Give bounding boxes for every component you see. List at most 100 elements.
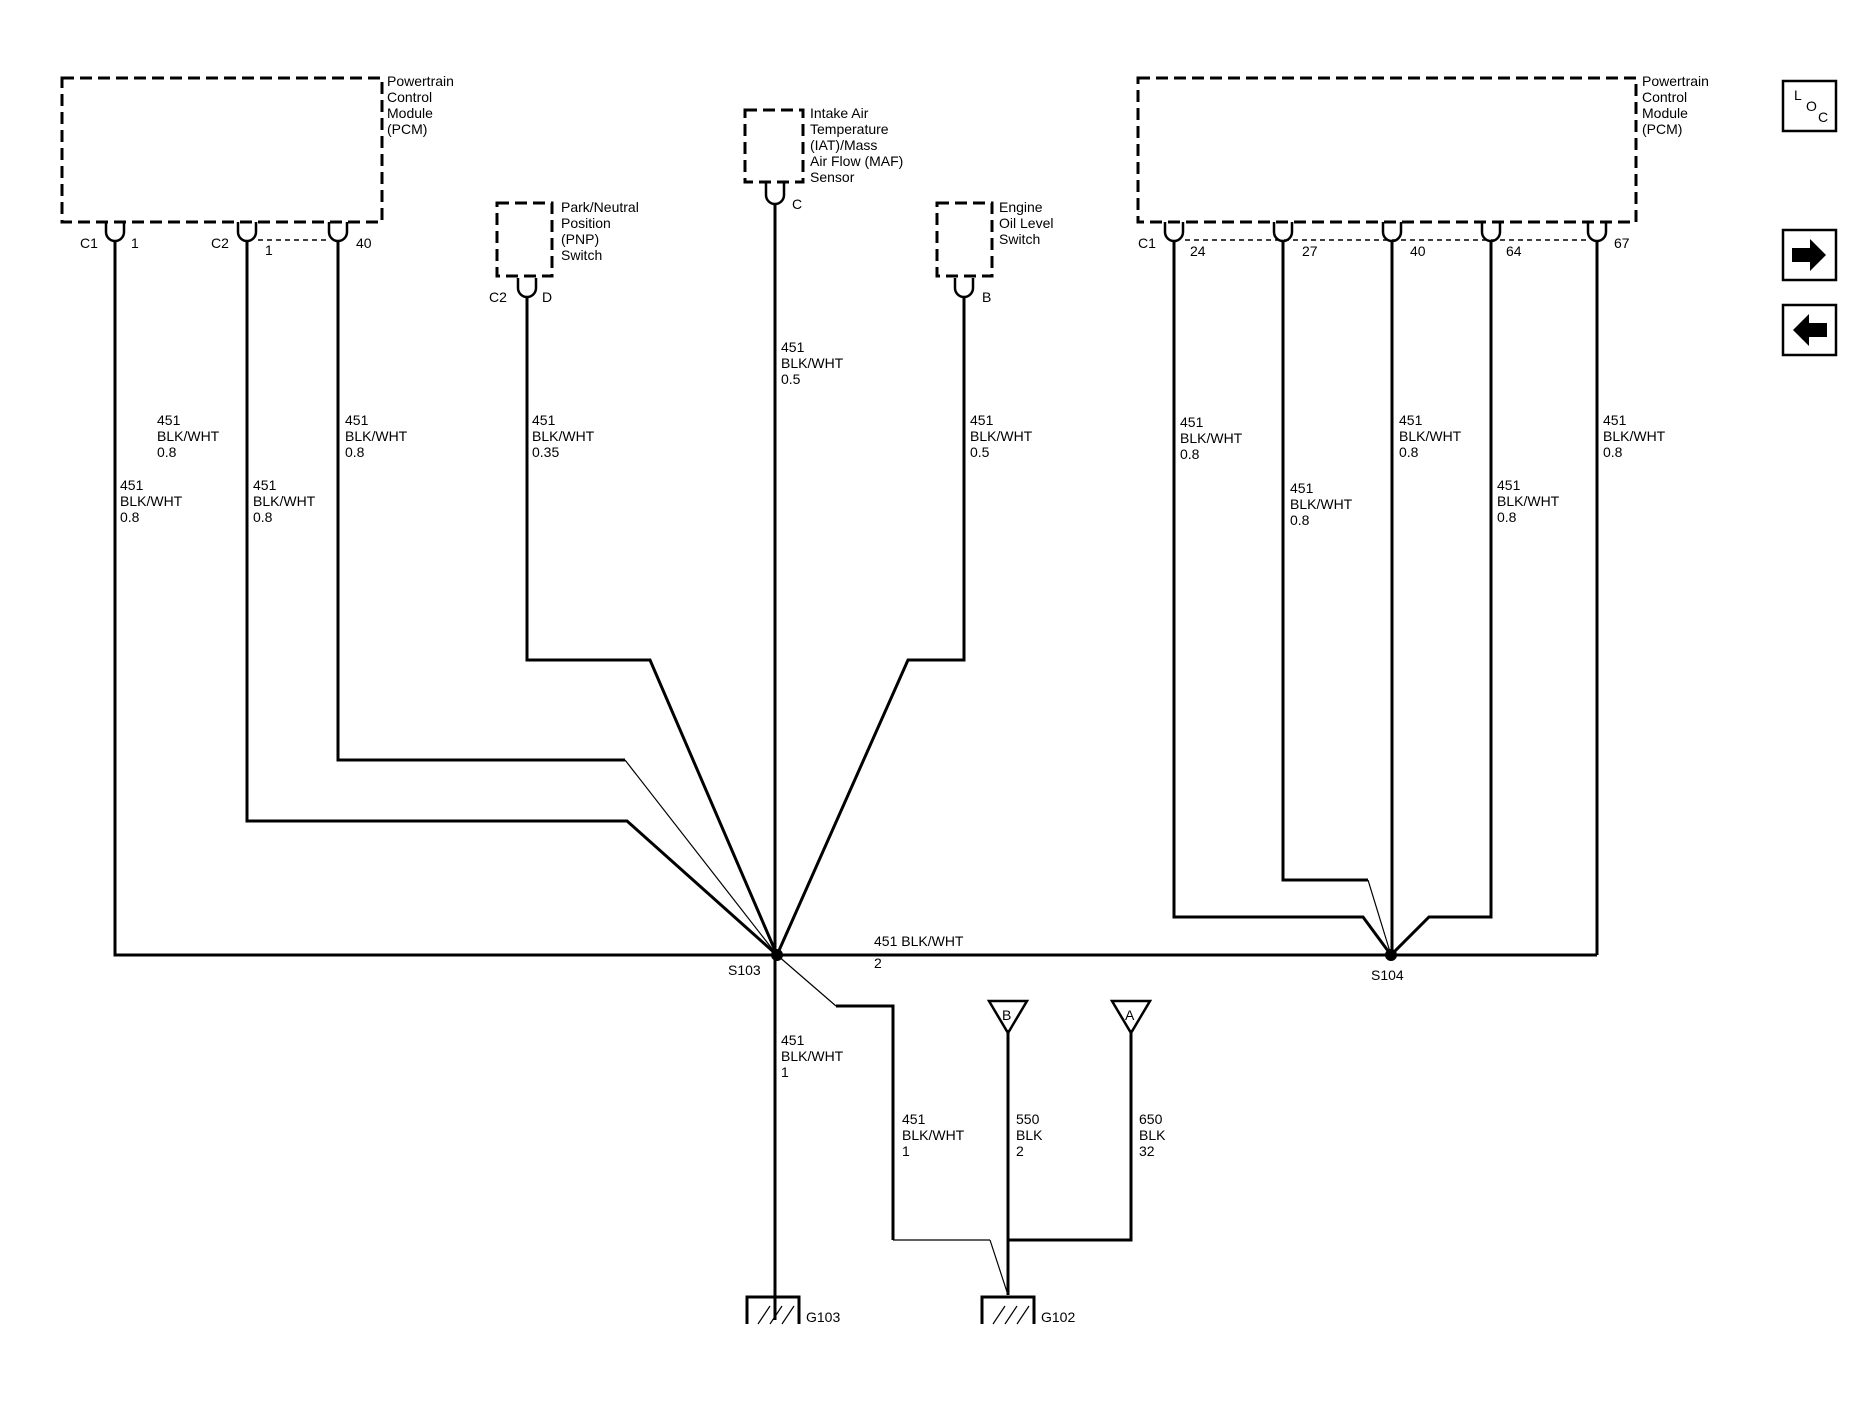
diagram-label: BLK [1016, 1127, 1043, 1143]
diagram-label: BLK/WHT [902, 1127, 965, 1143]
diagram-label: A [1125, 1007, 1135, 1023]
diagram-label: 1 [781, 1064, 789, 1080]
diagram-label: 451 [1290, 480, 1314, 496]
iat-maf-sensor: Intake Air Temperature (IAT)/Mass Air Fl… [743, 105, 903, 212]
diagram-label: 0.8 [120, 509, 140, 525]
off-page-connector-a: A [1109, 999, 1153, 1036]
splice-s104-label: S104 [1371, 967, 1404, 983]
pcm-right-c1-label: C1 [1138, 235, 1156, 251]
diagram-label: 451 [1180, 414, 1204, 430]
diagram-label: 451 [120, 477, 144, 493]
diagram-label: 27 [1302, 243, 1318, 259]
diagram-label: Powertrain [387, 73, 454, 89]
diagram-label: 451 [781, 339, 805, 355]
loc-button[interactable]: L O C [1781, 79, 1838, 133]
diagram-label: 0.8 [1290, 512, 1310, 528]
wires [113, 203, 1599, 1320]
diagram-label: 67 [1614, 235, 1630, 251]
wire-labels: 451 BLK/WHT 0.8 451 BLK/WHT 0.8 451 BLK/… [120, 339, 1666, 1159]
diagram-label: 0.8 [1399, 444, 1419, 460]
diagram-label: 451 [1497, 477, 1521, 493]
diagram-label: 0.8 [253, 509, 273, 525]
diagram-label: 64 [1506, 243, 1522, 259]
diagram-label: 451 [345, 412, 369, 428]
diagram-label: C2 [489, 289, 507, 305]
diagram-label: Position [561, 215, 611, 231]
diagram-label: BLK/WHT [1290, 496, 1353, 512]
diagram-label: BLK/WHT [970, 428, 1033, 444]
diagram-label: Oil Level [999, 215, 1053, 231]
ground-g102: G102 [980, 1295, 1075, 1325]
diagram-label: Engine [999, 199, 1043, 215]
prev-page-button[interactable] [1781, 303, 1838, 357]
pcm-left-label-1: Powertrain [387, 73, 454, 89]
pcm-left-module: Powertrain Control Module (PCM) [60, 73, 454, 224]
diagram-label: BLK/WHT [345, 428, 408, 444]
diagram-label: 0.8 [1603, 444, 1623, 460]
diagram-label: 2 [874, 955, 882, 971]
diagram-label: Park/Neutral [561, 199, 639, 215]
diagram-label: BLK/WHT [1180, 430, 1243, 446]
diagram-label: BLK/WHT [120, 493, 183, 509]
diagram-label: BLK [1139, 1127, 1166, 1143]
diagram-label: BLK/WHT [532, 428, 595, 444]
diagram-label: BLK/WHT [781, 355, 844, 371]
diagram-label: 451 [253, 477, 277, 493]
diagram-label: O [1806, 98, 1817, 114]
diagram-label: 451 [1399, 412, 1423, 428]
diagram-label: C [792, 196, 802, 212]
diagram-label: 451 [902, 1111, 926, 1127]
diagram-label: 40 [1410, 243, 1426, 259]
diagram-label: 0.5 [781, 371, 801, 387]
diagram-label: 24 [1190, 243, 1206, 259]
diagram-label: G102 [1041, 1309, 1075, 1325]
pcm-right-module: Powertrain Control Module (PCM) [1136, 73, 1709, 224]
off-page-connector-b: B [986, 999, 1030, 1036]
diagram-label: 451 [157, 412, 181, 428]
diagram-label: 2 [1016, 1143, 1024, 1159]
diagram-label: B [1002, 1007, 1011, 1023]
diagram-label: Switch [561, 247, 602, 263]
pcm-left-c1-label: C1 [80, 235, 98, 251]
diagram-label: BLK/WHT [781, 1048, 844, 1064]
diagram-label: Sensor [810, 169, 855, 185]
diagram-label: 650 [1139, 1111, 1163, 1127]
diagram-label: BLK/WHT [1497, 493, 1560, 509]
splice-s103-label: S103 [728, 962, 761, 978]
diagram-label: Air Flow (MAF) [810, 153, 903, 169]
diagram-label: Powertrain [1642, 73, 1709, 89]
diagram-label: Module [1642, 105, 1688, 121]
diagram-label: G103 [806, 1309, 840, 1325]
arrow-right-icon [1792, 239, 1826, 271]
diagram-label: BLK/WHT [1603, 428, 1666, 444]
pcm-left-pins: C1 1 C2 1 40 [80, 222, 372, 258]
diagram-label: 0.35 [532, 444, 559, 460]
ground-g103: G103 [745, 1295, 840, 1325]
diagram-label: 451 [781, 1032, 805, 1048]
diagram-label: BLK/WHT [1399, 428, 1462, 444]
diagram-label: 0.5 [970, 444, 990, 460]
diagram-label: 0.8 [1180, 446, 1200, 462]
diagram-label: 1 [902, 1143, 910, 1159]
diagram-label: Switch [999, 231, 1040, 247]
arrow-left-icon [1793, 314, 1827, 346]
diagram-label: C [1818, 109, 1828, 125]
diagram-label: BLK/WHT [157, 428, 220, 444]
diagram-label: 32 [1139, 1143, 1155, 1159]
diagram-label: Control [1642, 89, 1687, 105]
diagram-label: 451 BLK/WHT [874, 933, 964, 949]
diagram-label: 1 [265, 242, 273, 258]
diagram-label: (PCM) [1642, 121, 1682, 137]
splice-s103-dot [771, 949, 783, 961]
diagram-label: 451 [1603, 412, 1627, 428]
diagram-label: 0.8 [1497, 509, 1517, 525]
oil-level-switch: Engine Oil Level Switch B [935, 199, 1053, 305]
pcm-left-c2-label: C2 [211, 235, 229, 251]
next-page-button[interactable] [1781, 228, 1838, 282]
diagram-label: BLK/WHT [253, 493, 316, 509]
diagram-label: 40 [356, 235, 372, 251]
diagram-label: L [1794, 87, 1802, 103]
diagram-label: (PCM) [387, 121, 427, 137]
diagram-label: Module [387, 105, 433, 121]
